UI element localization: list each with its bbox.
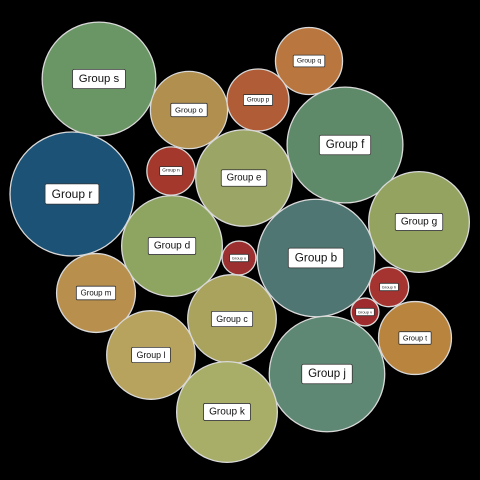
bubble-label-box-group-t bbox=[398, 331, 432, 345]
bubble-label-group-s: Group s bbox=[79, 73, 120, 85]
bubble-label-box-group-g bbox=[394, 213, 444, 231]
bubble-label-box-group-v bbox=[355, 307, 375, 317]
bubble-label-group-q: Group q bbox=[297, 58, 321, 65]
bubble-label-group-p: Group p bbox=[247, 97, 270, 104]
bubble-label-box-group-f bbox=[318, 134, 372, 156]
bubble-label-group-c: Group c bbox=[216, 314, 248, 324]
bubble-label-group-f: Group f bbox=[326, 139, 365, 151]
bubble-label-group-u: Group u bbox=[232, 256, 246, 261]
bubble-label-group-r: Group r bbox=[52, 187, 93, 201]
bubble-label-group-j: Group j bbox=[308, 368, 346, 380]
bubble-label-group-m: Group m bbox=[81, 289, 112, 298]
bubble-label-box-group-q bbox=[292, 54, 326, 68]
bubble-label-group-l: Group l bbox=[136, 350, 165, 360]
bubble-label-box-group-n bbox=[159, 166, 183, 176]
bubble-label-group-n: Group n bbox=[162, 168, 180, 174]
bubble-label-box-group-p bbox=[243, 94, 273, 106]
bubble-label-group-v: Group v bbox=[358, 310, 372, 315]
bubble-label-box-group-c bbox=[210, 311, 254, 327]
bubble-label-box-group-l bbox=[131, 347, 171, 363]
bubble-label-box-group-b bbox=[287, 247, 345, 269]
bubble-label-group-g: Group g bbox=[401, 217, 437, 228]
bubble-label-box-group-h bbox=[379, 282, 399, 292]
bubble-label-group-e: Group e bbox=[227, 173, 262, 184]
bubble-label-box-group-d bbox=[147, 237, 197, 255]
bubble-label-group-k: Group k bbox=[209, 407, 246, 418]
bubble-label-box-group-o bbox=[170, 102, 208, 118]
bubble-label-group-t: Group t bbox=[403, 334, 427, 343]
bubble-label-box-group-m bbox=[75, 285, 117, 301]
bubble-label-box-group-u bbox=[229, 253, 249, 263]
bubble-label-group-h: Group h bbox=[382, 285, 396, 290]
bubble-label-box-group-e bbox=[220, 169, 268, 187]
bubble-label-box-group-r bbox=[44, 183, 100, 205]
bubble-label-box-group-k bbox=[203, 403, 251, 421]
bubble-label-box-group-j bbox=[301, 363, 353, 385]
bubble-label-group-d: Group d bbox=[154, 241, 190, 252]
bubble-label-group-o: Group o bbox=[175, 106, 203, 115]
bubble-label-box-group-s bbox=[72, 69, 126, 89]
bubble-label-group-b: Group b bbox=[295, 252, 338, 265]
